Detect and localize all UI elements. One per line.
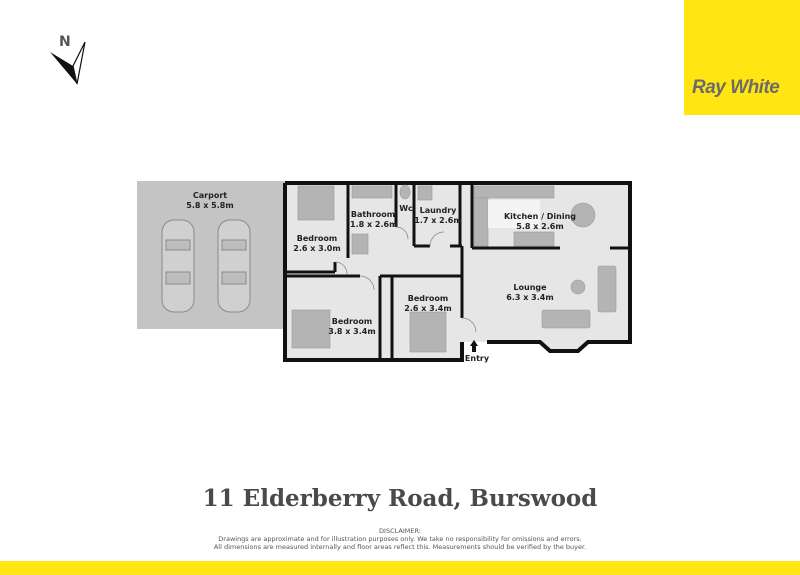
room-label-kitchen-dining: Kitchen / Dining 5.8 x 2.6m [503, 212, 577, 231]
dining-table-icon [570, 202, 596, 228]
bed-icon [297, 185, 335, 221]
bed-icon [291, 309, 331, 349]
toilet-icon [399, 184, 411, 200]
room-label-bedroom-2: Bedroom 3.8 x 3.4m [328, 317, 376, 336]
sofa-icon [597, 265, 617, 313]
entry-label: Entry [464, 354, 490, 363]
shower-icon [351, 233, 369, 255]
bed-icon [409, 311, 447, 353]
room-label-lounge: Lounge 6.3 x 3.4m [506, 283, 554, 302]
north-compass: N [44, 30, 94, 90]
sofa-icon [541, 309, 591, 329]
room-label-wc: Wc [399, 204, 413, 213]
disclaimer-line-2: All dimensions are measured internally a… [213, 543, 587, 551]
footer-bar [0, 561, 800, 575]
property-address-title: 11 Elderberry Road, Burswood [202, 485, 598, 512]
disclaimer-line-1: Drawings are approximate and for illustr… [218, 535, 582, 543]
room-label-bedroom-1: Bedroom 2.6 x 3.0m [293, 234, 341, 253]
compass-n-label: N [59, 34, 71, 50]
car-icon [161, 219, 195, 313]
laundry-tub-icon [417, 185, 433, 201]
coffee-table-icon [570, 279, 586, 295]
entry-arrow-icon [470, 340, 478, 352]
room-label-bedroom-3: Bedroom 2.6 x 3.4m [404, 294, 452, 313]
brand-logo-text: Ray White [692, 77, 780, 98]
kitchen-bench [513, 231, 555, 247]
disclaimer-heading: DISCLAIMER: [379, 527, 421, 535]
room-label-bathroom: Bathroom 1.8 x 2.6m [350, 210, 398, 229]
bathtub-icon [351, 185, 393, 199]
compass-arrow-icon: N [50, 34, 86, 85]
brand-logo-box [684, 0, 800, 115]
kitchen-bench [473, 185, 555, 199]
kitchen-bench [473, 197, 489, 247]
room-label-laundry: Laundry 1.7 x 2.6m [414, 206, 462, 225]
car-icon [217, 219, 251, 313]
room-label-carport: Carport 5.8 x 5.8m [186, 191, 234, 210]
